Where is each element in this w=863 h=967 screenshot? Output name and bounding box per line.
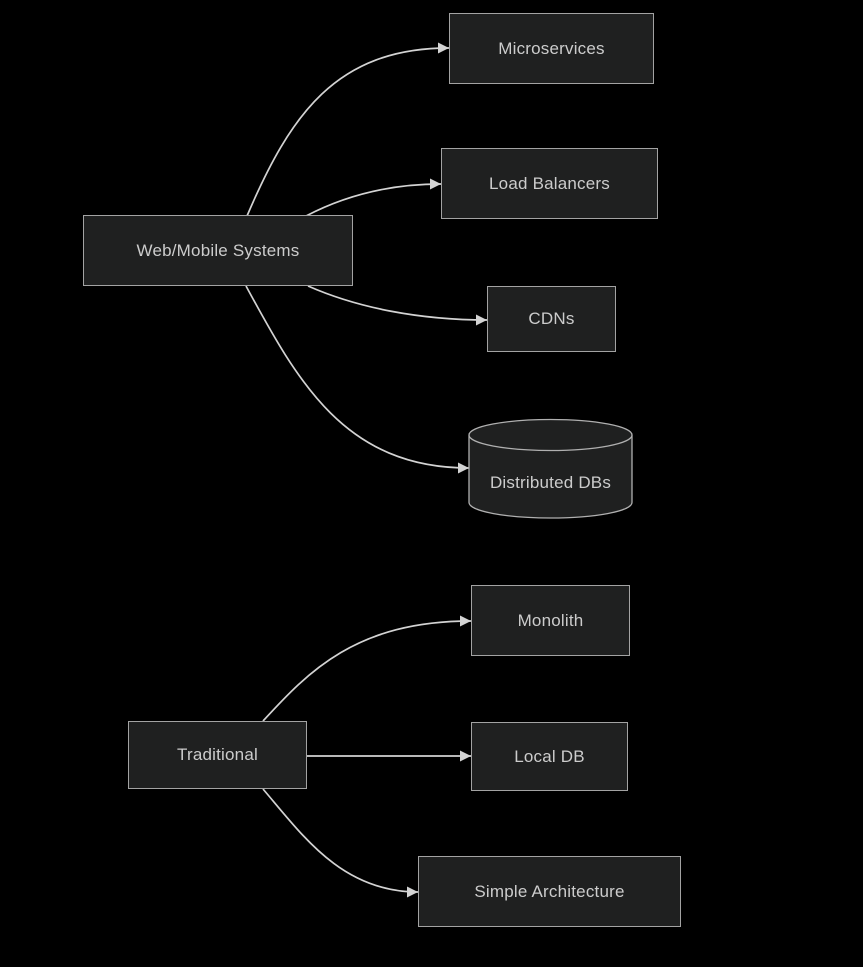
node-label: Web/Mobile Systems [136,240,300,260]
edge-web-to-distributed-dbs [245,285,470,474]
edge-web-to-cdns [307,285,488,326]
node-web-mobile-systems: Web/Mobile Systems [83,215,353,286]
node-label: Monolith [517,610,584,630]
node-label: CDNs [528,309,575,328]
node-label: Local DB [514,746,585,766]
node-label: Traditional [177,745,258,764]
edge-web-to-microservices [246,42,450,217]
node-label: Simple Architecture [474,881,625,901]
node-cdns: CDNs [487,286,616,352]
node-local-db: Local DB [471,722,628,791]
node-microservices: Microservices [449,13,654,84]
node-distributed-dbs: Distributed DBs [469,462,632,504]
node-traditional: Traditional [128,721,307,789]
node-monolith: Monolith [471,585,630,656]
node-simple-architecture: Simple Architecture [418,856,681,927]
node-load-balancers: Load Balancers [441,148,658,219]
edge-web-to-load-balancers [305,178,442,217]
node-label: Distributed DBs [489,473,612,492]
database-cylinder-shape [468,418,633,519]
node-label: Microservices [498,38,605,58]
edge-traditional-to-monolith [262,615,472,722]
edge-traditional-to-simple-architecture [262,788,419,898]
node-label: Load Balancers [489,173,610,193]
